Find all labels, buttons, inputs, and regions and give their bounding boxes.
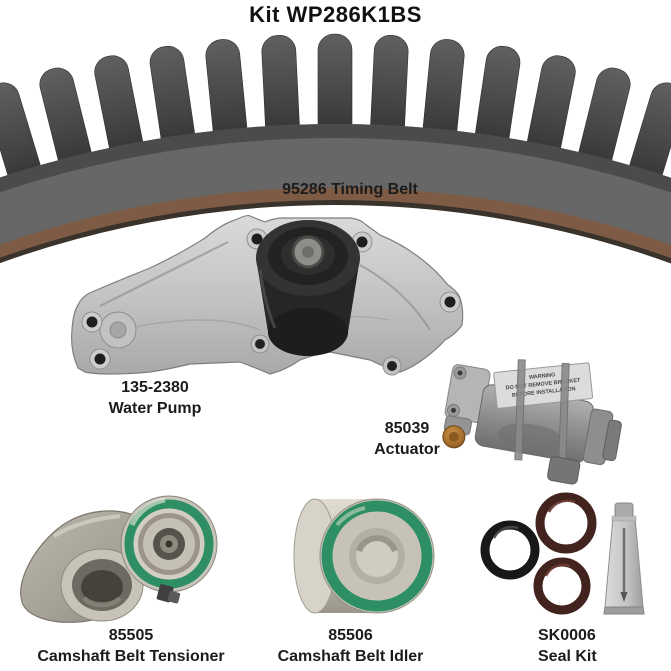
timing-belt-label: 95286 Timing Belt xyxy=(282,181,418,198)
tensioner-name: Camshaft Belt Tensioner xyxy=(37,648,225,665)
oring-maroon-bottom xyxy=(533,557,591,615)
water-pump-part-number: 135-2380 xyxy=(121,379,189,396)
belt-inner-rim xyxy=(0,200,671,264)
seal-kit-name: Seal Kit xyxy=(538,648,597,665)
actuator-image: WARNING DO NOT REMOVE BRACKET BEFORE INS… xyxy=(442,359,622,485)
idler-image xyxy=(293,498,435,614)
seal-kit-label: SK0006 Seal Kit xyxy=(538,625,668,667)
belt-face xyxy=(0,124,671,261)
oring-black xyxy=(480,520,540,580)
actuator-part-number: 85039 xyxy=(384,420,430,437)
belt-inner-edge-brown xyxy=(0,187,671,259)
tensioner-pin xyxy=(156,584,181,604)
timing-belt-image xyxy=(0,33,671,264)
idler-part-number: 85506 xyxy=(328,627,373,644)
pump-pulley xyxy=(256,220,360,356)
belt-teeth xyxy=(0,33,671,187)
tensioner-pulley xyxy=(120,495,218,593)
belt-tooth-base-shadow xyxy=(0,124,671,193)
actuator-foot xyxy=(547,456,581,485)
water-pump-image xyxy=(71,214,464,376)
water-pump-label: 135-2380 Water Pump xyxy=(55,377,255,419)
oring-maroon-top xyxy=(535,492,597,554)
idler-label: 85506 Camshaft Belt Idler xyxy=(248,625,453,667)
tensioner-part-number: 85505 xyxy=(108,627,154,644)
idler-face xyxy=(319,498,435,614)
seal-kit-part-number: SK0006 xyxy=(538,627,596,644)
sealant-tube xyxy=(603,502,645,615)
actuator-name: Actuator xyxy=(374,441,440,458)
actuator-label: 85039 Actuator xyxy=(317,418,497,460)
tensioner-bore xyxy=(60,548,144,622)
seal-kit-image xyxy=(480,492,645,615)
kit-title: Kit WP286K1BS xyxy=(249,2,422,27)
idler-name: Camshaft Belt Idler xyxy=(277,648,424,665)
water-pump-name: Water Pump xyxy=(108,400,202,417)
tensioner-label: 85505 Camshaft Belt Tensioner xyxy=(16,625,246,667)
svg-text:WARNING: WARNING xyxy=(529,372,556,381)
tensioner-image xyxy=(20,495,218,623)
